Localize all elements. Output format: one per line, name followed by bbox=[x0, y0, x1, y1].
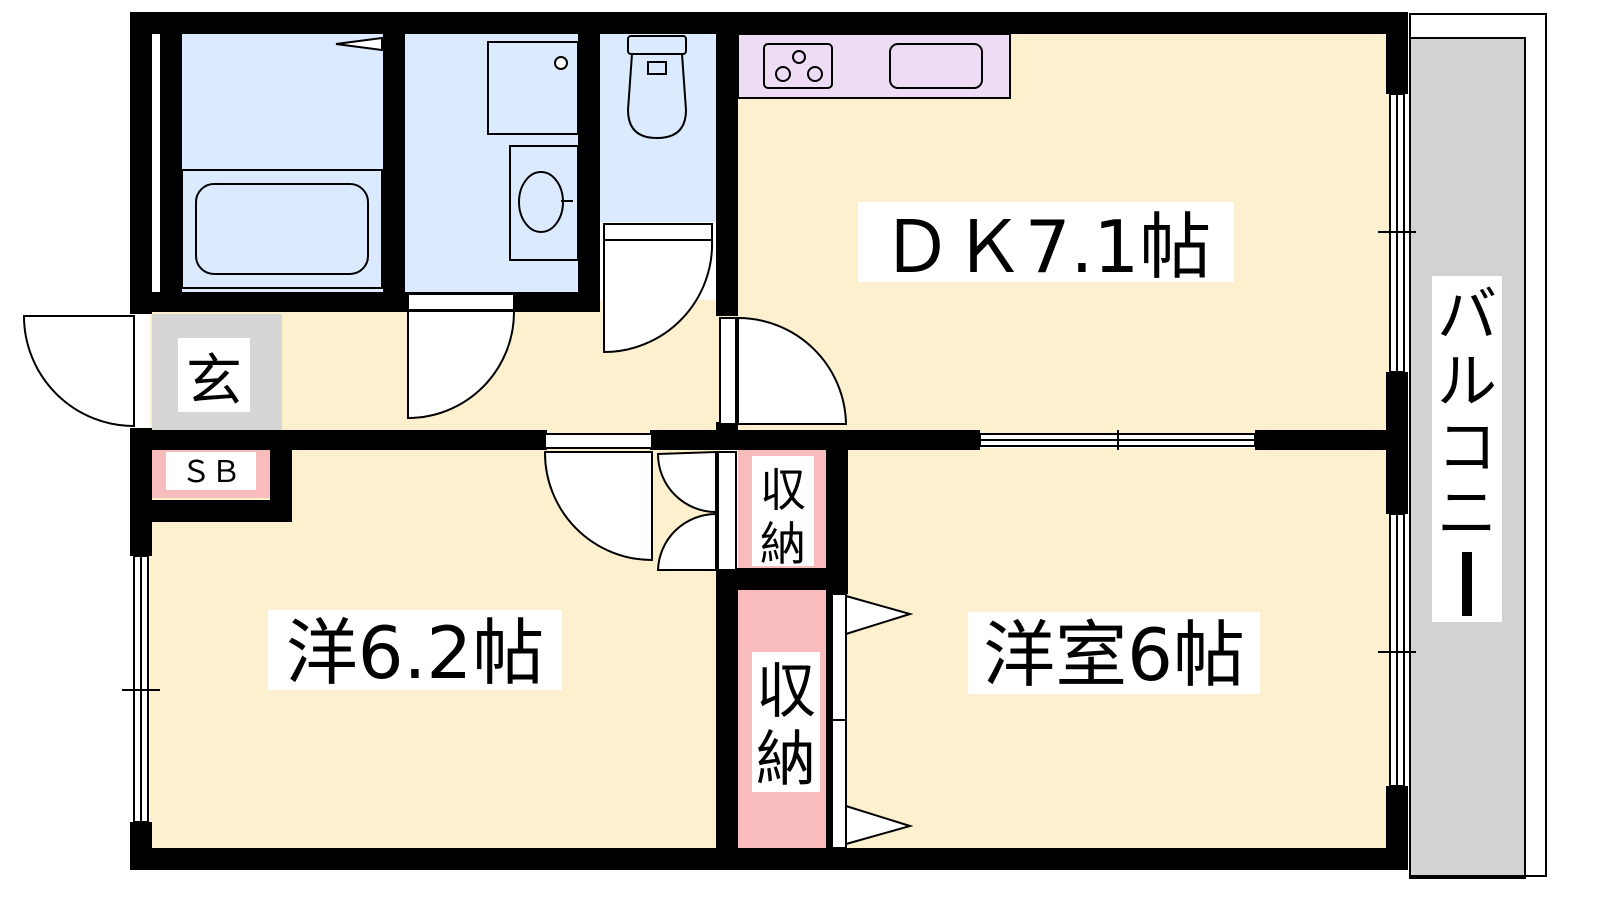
wall-bottom bbox=[130, 848, 1408, 870]
storage-tall-label-bottom: 納 bbox=[756, 725, 816, 795]
dk-label: ＤＫ7.1帖 bbox=[881, 205, 1212, 289]
burner-right bbox=[807, 66, 823, 82]
wall-top bbox=[130, 12, 1408, 34]
toilet-bowl bbox=[626, 53, 688, 140]
toilet-tank bbox=[627, 35, 687, 55]
wall-middle-h2 bbox=[650, 430, 980, 450]
wall-sb-bottom bbox=[130, 500, 292, 522]
storage-tall-label-top: 収 bbox=[756, 657, 816, 727]
door-western-left bbox=[543, 451, 653, 562]
balcony-char-5 bbox=[1462, 552, 1472, 616]
western-right-label-bg bbox=[968, 612, 1260, 694]
wall-wet-bottom bbox=[152, 292, 592, 312]
door-toilet bbox=[603, 239, 714, 354]
balcony-outer-line bbox=[1409, 13, 1547, 877]
balcony-char-3: コ bbox=[1437, 413, 1497, 483]
wall-right-top bbox=[1386, 12, 1408, 94]
bath-faucet bbox=[335, 36, 383, 52]
bathtub-inner bbox=[195, 183, 369, 275]
door-storage-tall-bottom bbox=[845, 804, 914, 846]
wall-left-mid bbox=[130, 428, 152, 556]
kitchen-sink bbox=[889, 43, 983, 89]
stove bbox=[763, 43, 833, 89]
wall-wash-toilet bbox=[578, 34, 600, 312]
burner-top bbox=[792, 50, 806, 64]
doors bbox=[22, 223, 914, 849]
western-right-label: 洋室6帖 bbox=[983, 613, 1245, 697]
door-storage-small-b bbox=[656, 512, 717, 571]
shoe-box-label-bg bbox=[166, 452, 256, 490]
balcony-char-2: ル bbox=[1437, 347, 1497, 417]
wall-bath-wash bbox=[383, 34, 405, 294]
washbasin-bowl bbox=[518, 171, 564, 233]
washing-machine-drain bbox=[554, 56, 568, 70]
windows bbox=[122, 93, 1416, 823]
storage-tall-label-bg bbox=[752, 652, 820, 792]
wall-storage-right bbox=[826, 448, 848, 594]
wall-middle-h3 bbox=[1255, 430, 1408, 450]
wall-storage-right-lower bbox=[826, 590, 832, 848]
storage-small-label-top: 収 bbox=[760, 463, 806, 517]
wall-left-lower bbox=[130, 822, 152, 870]
wall-toilet-dk bbox=[716, 34, 738, 316]
door-storage-small-a bbox=[656, 450, 717, 514]
burner-left bbox=[775, 66, 791, 82]
wall-storage-mid bbox=[716, 568, 848, 590]
kitchen-fixtures bbox=[763, 43, 983, 89]
wall-sb-right bbox=[270, 430, 292, 522]
fixtures bbox=[181, 35, 688, 289]
balcony-char-1: バ bbox=[1437, 281, 1497, 351]
western-left-label: 洋6.2帖 bbox=[286, 611, 545, 695]
western-left-label-bg bbox=[268, 610, 562, 690]
walls bbox=[130, 12, 1408, 870]
dk-label-bg bbox=[858, 202, 1234, 282]
door-entrance bbox=[22, 315, 135, 428]
wall-right-bottom bbox=[1386, 786, 1408, 870]
wall-center-vertical bbox=[716, 570, 738, 870]
entrance-label: 玄 bbox=[186, 349, 242, 414]
door-washroom bbox=[407, 311, 515, 420]
storage-small-label-bottom: 納 bbox=[760, 517, 806, 571]
washing-machine bbox=[487, 41, 579, 135]
wall-middle-h1 bbox=[152, 430, 547, 450]
door-dk bbox=[737, 316, 848, 425]
door-storage-tall-top bbox=[845, 594, 914, 636]
shoe-box-label: ＳＢ bbox=[181, 455, 241, 490]
balcony-char-4: ニ bbox=[1437, 479, 1497, 549]
entrance-label-bg bbox=[178, 338, 250, 412]
storage-small-label-bg bbox=[752, 456, 814, 566]
wall-bath-inner-left bbox=[160, 34, 182, 294]
wall-left-upper bbox=[130, 12, 152, 314]
